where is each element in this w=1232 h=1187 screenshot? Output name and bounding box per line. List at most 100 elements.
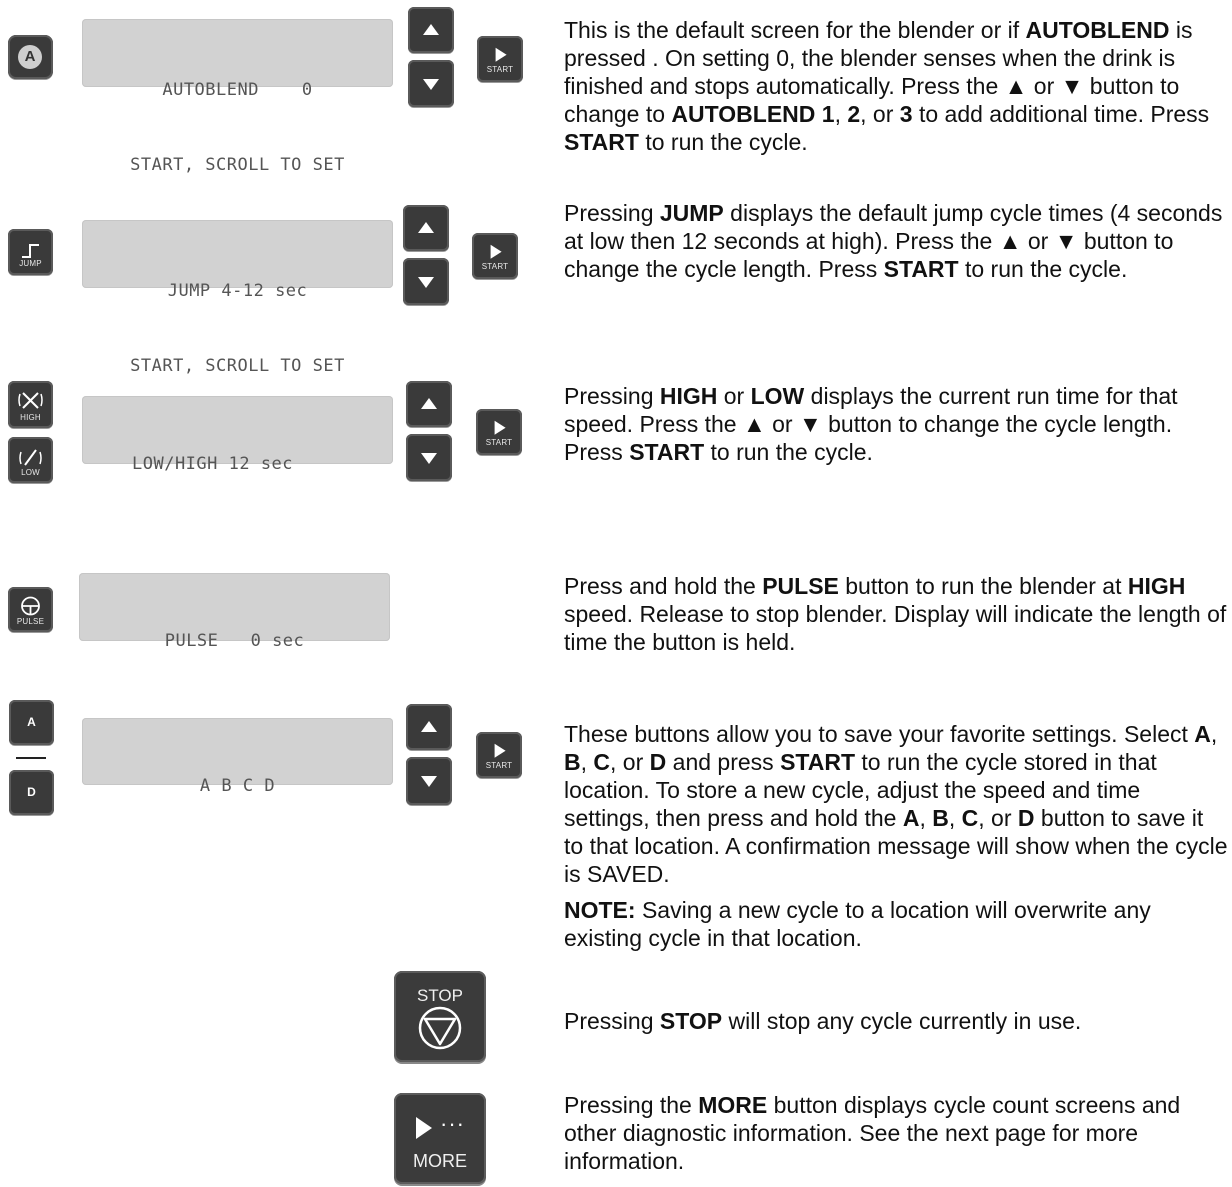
autoblend-lcd-display: AUTOBLEND 0 START, SCROLL TO SET: [82, 19, 393, 175]
jump-lcd-display: JUMP 4-12 sec START, SCROLL TO SET: [82, 220, 393, 376]
arrow-up-icon: [423, 23, 439, 35]
arrow-down-icon: [421, 452, 437, 464]
arrow-down-icon: [423, 78, 439, 90]
bold-term: D: [1017, 805, 1035, 831]
bold-term: HIGH: [659, 383, 718, 409]
bold-term: C: [961, 805, 979, 831]
bold-term: A: [902, 805, 920, 831]
bold-term: PULSE: [762, 573, 839, 599]
autoblend-a-icon: A: [18, 45, 42, 69]
arrow-down-icon: [421, 776, 437, 788]
description-text: Pressing STOP will stop any cycle curren…: [564, 1008, 1082, 1034]
pulse-lcd-display: PULSE 0 sec: [79, 573, 390, 651]
start-button[interactable]: START: [472, 233, 518, 279]
description-text: Pressing HIGH or LOW displays the curren…: [564, 383, 1178, 465]
bold-term: LOW: [750, 383, 805, 409]
scroll-down-button[interactable]: [406, 434, 452, 481]
scroll-up-button[interactable]: [406, 381, 452, 427]
memory-a-label: A: [27, 715, 36, 729]
abcd-lcd-display: A B C D: [82, 718, 393, 796]
lcd-line: PULSE 0 sec: [164, 631, 305, 651]
bold-term: 3: [899, 101, 913, 127]
stop-icon: [418, 1006, 462, 1050]
bold-term: AUTOBLEND 1: [671, 101, 835, 127]
arrow-up-icon: [421, 720, 437, 732]
start-button[interactable]: START: [477, 36, 523, 82]
scroll-up-button[interactable]: [406, 704, 452, 750]
bold-term: 2: [847, 101, 861, 127]
more-button-label: MORE: [413, 1151, 467, 1171]
bold-term: AUTOBLEND: [1025, 17, 1170, 43]
lcd-line: START, SCROLL TO SET: [130, 356, 345, 376]
scroll-up-button[interactable]: [408, 7, 454, 53]
scroll-down-button[interactable]: [406, 757, 452, 805]
arrow-up-icon: [421, 397, 437, 409]
bold-term: B: [564, 749, 581, 775]
play-icon: [490, 244, 502, 259]
divider: [16, 757, 46, 759]
more-description: Pressing the MORE button displays cycle …: [564, 1091, 1214, 1175]
autoblend-description: This is the default screen for the blend…: [564, 16, 1228, 156]
bold-term: C: [593, 749, 611, 775]
bold-term: NOTE:: [564, 897, 636, 923]
more-button[interactable]: ··· MORE: [394, 1093, 486, 1184]
lowhigh-lcd-display: LOW/HIGH 12 sec: [82, 396, 393, 474]
scroll-up-button[interactable]: [403, 205, 449, 251]
abcd-description: These buttons allow you to save your fav…: [564, 720, 1228, 952]
description-text: Pressing the MORE button displays cycle …: [564, 1092, 1181, 1174]
play-icon: [416, 1117, 432, 1139]
arrow-down-icon: [418, 276, 434, 288]
lcd-line: LOW/HIGH 12 sec: [132, 454, 294, 474]
note-text: NOTE: Saving a new cycle to a location w…: [564, 897, 1151, 951]
arrow-up-icon: [418, 221, 434, 233]
bold-term: D: [649, 749, 667, 775]
high-button[interactable]: HIGH: [8, 381, 53, 428]
more-dots-icon: ···: [440, 1111, 465, 1136]
autoblend-button[interactable]: A: [8, 35, 53, 79]
memory-d-button[interactable]: D: [9, 770, 54, 815]
jump-description: Pressing JUMP displays the default jump …: [564, 199, 1228, 283]
start-button-label: START: [481, 262, 509, 271]
pulse-icon: [21, 596, 40, 616]
jump-button-label: JUMP: [19, 259, 42, 268]
description-text: Press and hold the PULSE button to run t…: [564, 573, 1227, 655]
description-text: Pressing JUMP displays the default jump …: [564, 200, 1223, 282]
jump-icon: [22, 244, 39, 258]
low-button[interactable]: LOW: [8, 437, 53, 483]
pulse-description: Press and hold the PULSE button to run t…: [564, 572, 1228, 656]
play-icon: [494, 743, 506, 758]
lcd-line: START, SCROLL TO SET: [130, 155, 345, 175]
memory-d-label: D: [27, 785, 36, 799]
play-icon: [495, 47, 507, 62]
stop-button[interactable]: STOP: [394, 971, 486, 1062]
low-button-label: LOW: [21, 468, 40, 477]
lcd-line: JUMP 4-12 sec: [167, 281, 308, 301]
lcd-line: A B C D: [199, 776, 276, 796]
bold-term: JUMP: [659, 200, 724, 226]
stop-description: Pressing STOP will stop any cycle curren…: [564, 1007, 1228, 1035]
start-button-label: START: [485, 761, 513, 770]
stop-button-label: STOP: [417, 986, 463, 1005]
bold-term: START: [883, 256, 959, 282]
bold-term: MORE: [698, 1092, 768, 1118]
high-speed-icon: [18, 392, 43, 409]
start-button-label: START: [485, 438, 513, 447]
bold-term: START: [780, 749, 856, 775]
pulse-button-label: PULSE: [16, 617, 45, 626]
bold-term: START: [564, 129, 639, 155]
scroll-down-button[interactable]: [403, 258, 449, 305]
bold-term: START: [629, 439, 705, 465]
description-text: This is the default screen for the blend…: [564, 17, 1210, 155]
high-button-label: HIGH: [20, 413, 41, 422]
scroll-down-button[interactable]: [408, 60, 454, 107]
start-button[interactable]: START: [476, 409, 522, 455]
bold-term: STOP: [659, 1008, 723, 1034]
memory-a-button[interactable]: A: [9, 700, 54, 745]
description-text: These buttons allow you to save your fav…: [564, 721, 1228, 887]
start-button[interactable]: START: [476, 732, 522, 778]
jump-button[interactable]: JUMP: [8, 229, 53, 275]
lcd-line: AUTOBLEND 0: [162, 80, 313, 100]
pulse-button[interactable]: PULSE: [8, 587, 53, 632]
play-icon: [494, 420, 506, 435]
low-speed-icon: [19, 449, 42, 466]
